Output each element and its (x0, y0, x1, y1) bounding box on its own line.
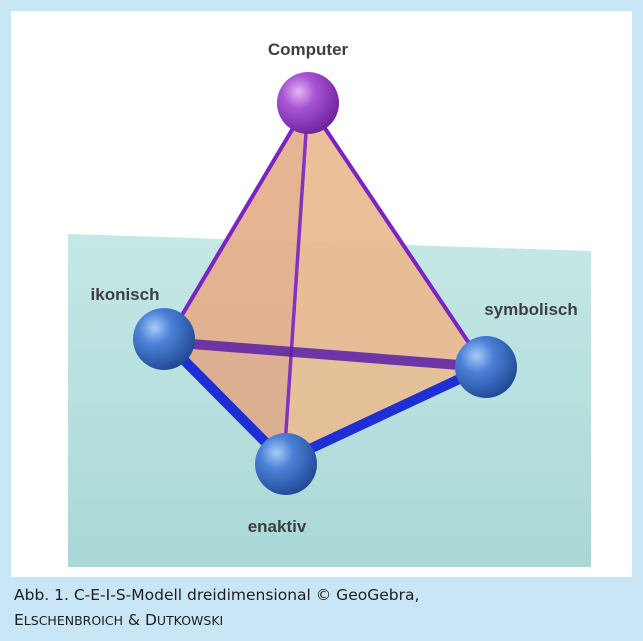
edge-top-left (164, 101, 310, 344)
caption-ampersand: & (123, 611, 145, 629)
sphere-computer (277, 72, 339, 134)
edge-right-bottom (281, 362, 488, 466)
sphere-symbolisch (455, 336, 517, 398)
caption-line-1: Abb. 1. C-E-I-S-Modell dreidimensional ©… (14, 586, 420, 604)
sphere-enaktiv (255, 433, 317, 495)
label-computer: Computer (268, 40, 349, 59)
label-ikonisch: ikonisch (91, 285, 160, 304)
caption-author1-initial: E (14, 611, 24, 629)
tetrahedron-figure: Computer ikonisch symbolisch enaktiv (11, 11, 632, 577)
face-right (284, 103, 485, 461)
label-symbolisch: symbolisch (484, 300, 578, 319)
edge-top-bottom (282, 102, 310, 462)
tetrahedron-diagram: Computer ikonisch symbolisch enaktiv (68, 40, 591, 567)
caption-line-2: Elschenbroich & Dutkowski (14, 608, 629, 633)
face-back (166, 103, 485, 367)
edge-left-right (165, 337, 486, 372)
sphere-ikonisch (133, 308, 195, 370)
caption-author2-initial: D (144, 611, 157, 629)
edge-top-right (306, 101, 487, 369)
caption-author2-rest: utkowski (156, 613, 224, 628)
label-enaktiv: enaktiv (248, 517, 307, 536)
caption-author1-rest: lschenbroich (23, 613, 123, 628)
edge-left-bottom (162, 338, 288, 465)
figure-caption: Abb. 1. C-E-I-S-Modell dreidimensional ©… (0, 577, 643, 641)
